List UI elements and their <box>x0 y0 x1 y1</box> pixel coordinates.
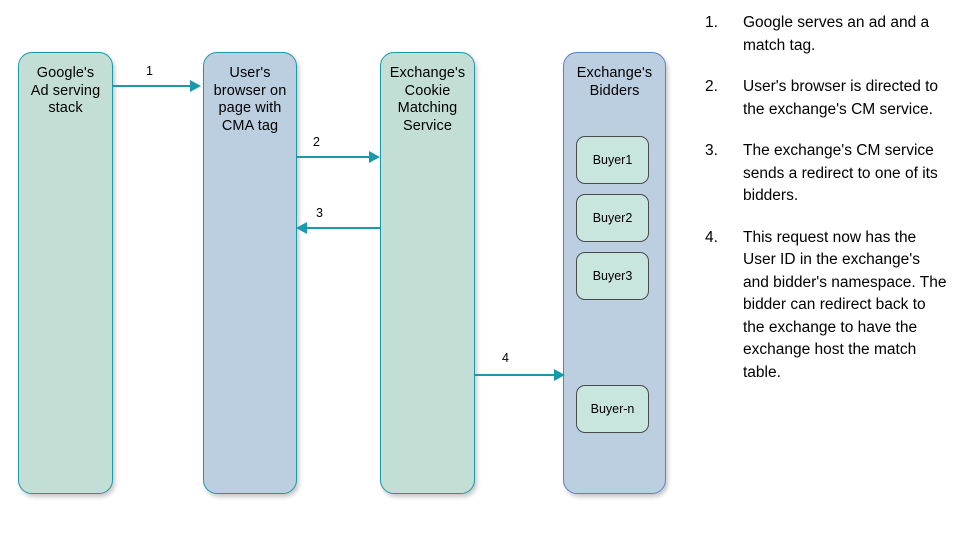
step-text: This request now has the User ID in the … <box>743 228 947 381</box>
buyer-box: Buyer-n <box>576 385 649 433</box>
step-item: 3. The exchange's CM service sends a red… <box>705 140 950 208</box>
box-label: Exchange's Cookie Matching Service <box>389 65 466 134</box>
buyer-label: Buyer3 <box>592 269 633 283</box>
step-text: Google serves an ad and a match tag. <box>743 14 930 54</box>
buyer-label: Buyer1 <box>592 153 633 167</box>
step-item: 2. User's browser is directed to the exc… <box>705 76 950 121</box>
arrow-1-line <box>113 85 193 87</box>
arrow-2-line <box>297 156 371 158</box>
box-exchange-cookie-matching-service: Exchange's Cookie Matching Service <box>380 52 475 494</box>
box-label: User's browser on page with CMA tag <box>213 65 287 134</box>
arrow-4-head-icon <box>554 369 565 381</box>
arrow-2-head-icon <box>369 151 380 163</box>
arrow-3-label: 3 <box>316 206 323 220</box>
box-label: Google's Ad serving stack <box>30 65 101 116</box>
arrow-4-line <box>475 374 555 376</box>
step-item: 4. This request now has the User ID in t… <box>705 227 950 385</box>
arrow-1-head-icon <box>190 80 201 92</box>
box-label: Exchange's Bidders <box>576 65 653 99</box>
arrow-3-line <box>306 227 381 229</box>
arrow-2-label: 2 <box>313 135 320 149</box>
arrow-3-head-icon <box>296 222 307 234</box>
box-user-browser: User's browser on page with CMA tag <box>203 52 297 494</box>
arrow-4-label: 4 <box>502 351 509 365</box>
buyer-box: Buyer3 <box>576 252 649 300</box>
step-item: 1. Google serves an ad and a match tag. <box>705 12 950 57</box>
buyer-box: Buyer2 <box>576 194 649 242</box>
buyer-label: Buyer2 <box>592 211 633 225</box>
buyer-label: Buyer-n <box>590 402 635 416</box>
box-google-ad-serving-stack: Google's Ad serving stack <box>18 52 113 494</box>
step-number: 1. <box>705 14 718 31</box>
steps-list: 1. Google serves an ad and a match tag. … <box>705 12 950 403</box>
step-text: The exchange's CM service sends a redire… <box>743 142 938 204</box>
step-number: 4. <box>705 228 718 246</box>
step-text: User's browser is directed to the exchan… <box>743 78 939 118</box>
step-number: 3. <box>705 142 718 159</box>
arrow-1-label: 1 <box>146 64 153 78</box>
buyer-box: Buyer1 <box>576 136 649 184</box>
step-number: 2. <box>705 78 718 95</box>
